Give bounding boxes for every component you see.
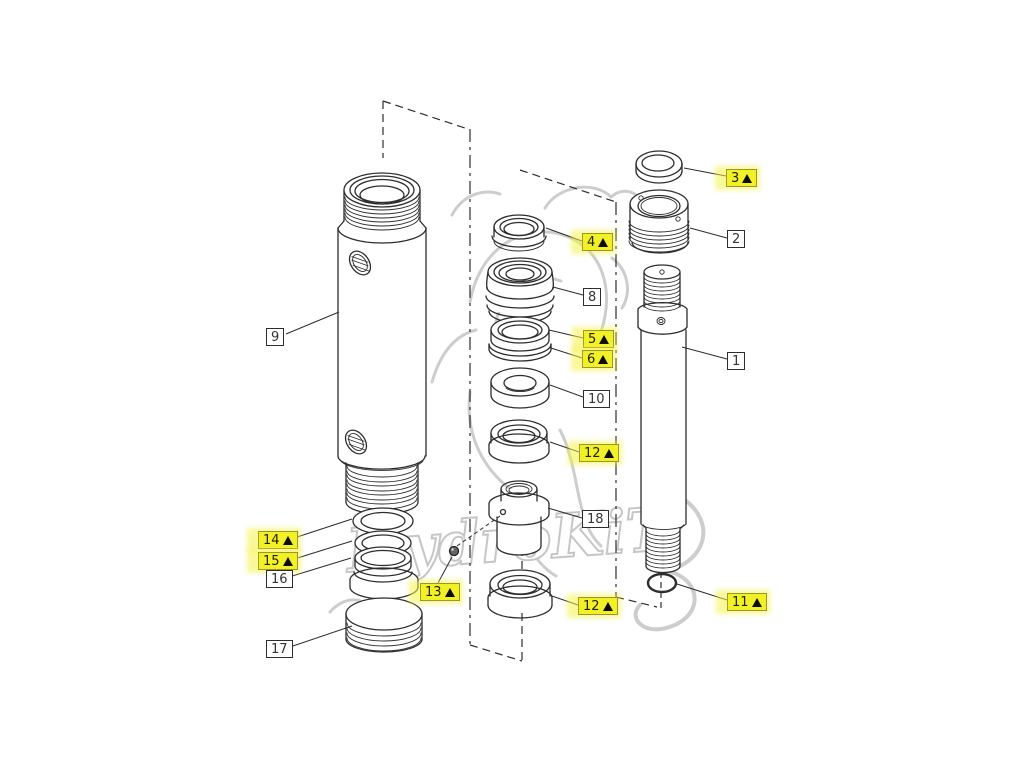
leader-lines — [285, 167, 728, 648]
callout-2-number: 2 — [732, 231, 741, 247]
callout-12-lower-number: 12 — [583, 598, 600, 614]
callout-3-number: 3 — [731, 170, 740, 186]
callout-8-number: 8 — [588, 289, 597, 305]
callout-5: 5 — [583, 330, 615, 348]
warning-triangle-icon — [598, 354, 609, 364]
callout-17: 17 — [266, 640, 293, 658]
callout-9: 9 — [266, 328, 285, 346]
port-hole-lower — [344, 429, 368, 455]
warning-triangle-icon — [742, 173, 753, 183]
callout-16: 16 — [266, 570, 293, 588]
callout-4: 4 — [582, 233, 614, 251]
warning-triangle-icon — [599, 334, 610, 344]
callout-14-number: 14 — [263, 532, 280, 548]
callout-6-number: 6 — [587, 351, 596, 367]
callout-1: 1 — [727, 352, 746, 370]
callout-10-number: 10 — [588, 391, 605, 407]
part-washer-10 — [490, 367, 550, 409]
callout-12-upper-number: 12 — [584, 445, 601, 461]
callout-10: 10 — [583, 390, 610, 408]
callout-9-number: 9 — [271, 329, 280, 345]
callout-13: 13 — [420, 583, 460, 601]
callout-2: 2 — [727, 230, 746, 248]
warning-triangle-icon — [598, 237, 609, 247]
port-hole-upper — [348, 250, 372, 276]
part-end-cap-17 — [345, 597, 423, 653]
part-guide-bushing-18 — [488, 480, 550, 556]
part-piston-16 — [349, 546, 419, 600]
part-cup-seal-12-lower — [487, 569, 553, 619]
part-cup-seal-12-upper — [488, 419, 550, 464]
callout-12-lower: 12 — [578, 597, 618, 615]
warning-triangle-icon — [603, 448, 614, 458]
part-cylinder-barrel-9 — [337, 172, 427, 515]
callout-8: 8 — [583, 288, 602, 306]
warning-triangle-icon — [282, 535, 293, 545]
callout-6: 6 — [582, 350, 614, 368]
part-o-ring-11 — [646, 572, 678, 594]
callout-18: 18 — [582, 510, 609, 528]
part-check-ball-13 — [448, 545, 460, 557]
construction-lines — [382, 100, 662, 662]
part-packing-set-8 — [485, 257, 555, 324]
callout-3: 3 — [726, 169, 758, 187]
callout-18-number: 18 — [587, 511, 604, 527]
callout-13-number: 13 — [425, 584, 442, 600]
warning-triangle-icon — [602, 601, 613, 611]
callout-14: 14 — [258, 531, 298, 549]
callout-15: 15 — [258, 552, 298, 570]
part-seal-rings-5-6 — [488, 316, 552, 362]
warning-triangle-icon — [751, 597, 762, 607]
part-wiper-ring-3 — [635, 150, 683, 184]
warning-triangle-icon — [444, 587, 455, 597]
part-piston-rod-1 — [637, 264, 688, 574]
part-o-ring-14 — [352, 507, 414, 535]
part-gland-nut-2 — [628, 189, 690, 254]
callout-5-number: 5 — [588, 331, 597, 347]
callout-11-number: 11 — [732, 594, 749, 610]
callout-12-upper: 12 — [579, 444, 619, 462]
callout-4-number: 4 — [587, 234, 596, 250]
callout-17-number: 17 — [271, 641, 288, 657]
callout-15-number: 15 — [263, 553, 280, 569]
callout-11: 11 — [727, 593, 767, 611]
warning-triangle-icon — [282, 556, 293, 566]
callout-16-number: 16 — [271, 571, 288, 587]
part-wiper-seal-4 — [491, 214, 547, 252]
callout-1-number: 1 — [732, 353, 741, 369]
